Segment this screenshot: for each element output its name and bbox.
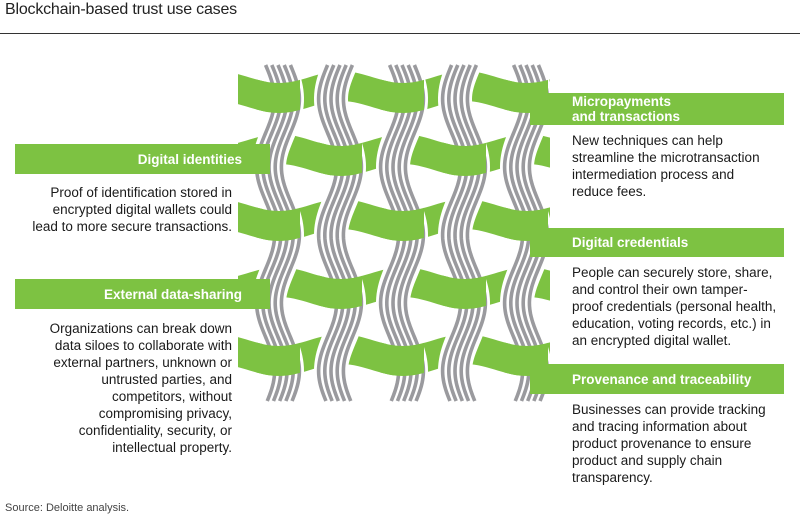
banner-digital-credentials: Digital credentials [530, 228, 784, 257]
thread-bundle [313, 58, 367, 408]
desc-line: People can securely store, share, [572, 265, 773, 280]
desc-line: reduce fees. [572, 184, 647, 199]
desc-line: transparency. [572, 470, 653, 485]
banner-micropayments: Micropayments and transactions [530, 93, 784, 125]
desc-line: intermediation process and [572, 167, 735, 182]
desc-external-data-sharing: Organizations can break down data siloes… [10, 320, 232, 456]
heading-digital-identities: Digital identities [137, 151, 242, 167]
desc-line: and control their own tamper- [572, 282, 748, 297]
desc-line: proof credentials (personal health, [572, 299, 777, 314]
desc-digital-credentials: People can securely store, share, and co… [572, 264, 800, 349]
desc-line: product provenance to ensure [572, 436, 752, 451]
ribbon-overlap [442, 275, 486, 309]
desc-line: product and supply chain [572, 453, 723, 468]
ribbon-overlap [256, 79, 300, 113]
source-note: Source: Deloitte analysis. [5, 502, 130, 514]
banner-digital-identities: Digital identities [15, 144, 270, 174]
desc-micropayments: New techniques can help streamline the m… [572, 132, 800, 200]
heading-line: and transactions [572, 109, 681, 124]
desc-line: confidentiality, security, or [78, 423, 232, 438]
ribbon-overlap [380, 79, 424, 113]
heading-digital-credentials: Digital credentials [572, 235, 689, 250]
ribbon-overlap [318, 275, 362, 309]
desc-line: lead to more secure transactions. [32, 219, 232, 234]
desc-line: streamline the microtransaction [572, 150, 760, 165]
desc-line: data siloes to collaborate with [54, 338, 232, 353]
banner-external-data-sharing: External data-sharing [15, 279, 270, 309]
ribbon-overlap [380, 207, 424, 241]
desc-line: New techniques can help [572, 133, 723, 148]
desc-line: Organizations can break down [49, 321, 232, 336]
ribbon-overlap [318, 142, 362, 176]
heading-line: Micropayments [572, 94, 672, 109]
ribbon-overlap [256, 207, 300, 241]
desc-line: competitors, without [111, 389, 232, 404]
desc-line: Proof of identification stored in [50, 185, 232, 200]
heading-provenance: Provenance and traceability [572, 371, 752, 387]
ribbon-overlap [256, 342, 300, 376]
heading-external-data-sharing: External data-sharing [103, 286, 242, 302]
desc-line: and tracing information about [572, 419, 747, 434]
desc-digital-identities: Proof of identification stored in encryp… [10, 184, 232, 235]
desc-line: external partners, unknown or [53, 355, 232, 370]
desc-line: Businesses can provide tracking [572, 402, 766, 417]
ribbon-overlap [380, 342, 424, 376]
heading-micropayments: Micropayments and transactions [572, 94, 680, 124]
desc-provenance: Businesses can provide tracking and trac… [572, 401, 800, 486]
desc-line: encrypted digital wallets could [52, 202, 232, 217]
page-title: Blockchain-based trust use cases [5, 1, 237, 18]
desc-line: education, voting records, etc.) in [572, 316, 771, 331]
title-divider [0, 33, 800, 34]
ribbon-overlap [442, 142, 486, 176]
banner-provenance: Provenance and traceability [530, 364, 784, 394]
desc-line: an encrypted digital wallet. [572, 333, 732, 348]
thread-bundle [437, 58, 491, 408]
desc-line: compromising privacy, [98, 406, 232, 421]
desc-line: intellectual property. [112, 440, 232, 455]
desc-line: untrusted parties, and [101, 372, 232, 387]
